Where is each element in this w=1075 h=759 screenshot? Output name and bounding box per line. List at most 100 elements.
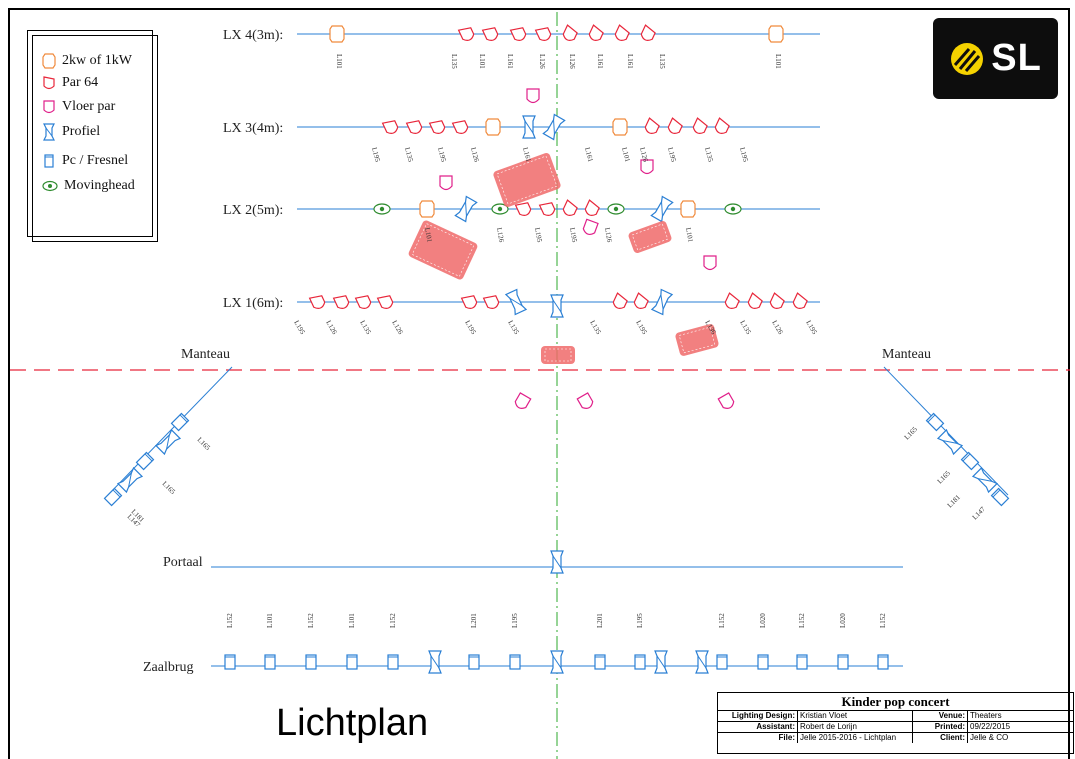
assistant-label: Assistant:: [718, 722, 798, 732]
gel-label: L135: [703, 146, 715, 163]
profile-fixture: [695, 650, 709, 674]
profile-fixture: [522, 115, 536, 139]
gel-label: L135: [658, 54, 666, 69]
lighting-design-value: Kristian Vloet: [798, 711, 913, 721]
gel-label: L101: [478, 54, 486, 69]
pc-fresnel-fixture: [960, 451, 980, 471]
legend-label: Profiel: [62, 124, 101, 139]
fresnel-2kw-fixture: [419, 200, 435, 218]
gel-label: L195: [370, 146, 382, 163]
profile-fixture: [454, 195, 478, 223]
pc-fresnel-icon: [44, 154, 54, 168]
par64-fixture: [792, 292, 808, 309]
gel-label: L195: [738, 146, 750, 163]
gel-label: L165: [196, 436, 212, 452]
profile-fixture: [654, 650, 668, 674]
gel-label: L195: [436, 146, 448, 163]
gel-label: L135: [506, 319, 521, 336]
pc-fresnel-fixture: [170, 412, 190, 432]
par64-fixture: [633, 292, 649, 309]
pc-fresnel-fixture: [925, 412, 945, 432]
gel-label: L126: [469, 146, 481, 163]
pc-fresnel-fixture: [837, 654, 849, 670]
movinghead-fixture: [491, 203, 509, 215]
gel-label: L195: [804, 319, 819, 336]
pc-fresnel-fixture: [796, 654, 808, 670]
par64-fixture: [562, 199, 578, 216]
legend-label: Movinghead: [64, 178, 135, 193]
par64-fixture: [667, 117, 683, 134]
movinghead-icon: [42, 180, 58, 192]
par64-fixture: [747, 292, 763, 309]
gel-label: L126: [603, 227, 614, 243]
fresnel-2kw-fixture: [612, 118, 628, 136]
gel-label: L161: [506, 54, 514, 69]
floor-par-fixture: [703, 255, 717, 271]
par64-fixture: [514, 202, 532, 216]
pc-fresnel-fixture: [990, 487, 1010, 507]
par64-fixture: [405, 120, 423, 134]
gel-label: L152: [879, 613, 887, 628]
pc-fresnel-fixture: [877, 654, 889, 670]
gel-label: L195: [511, 613, 519, 628]
rotated-fixture-cluster: [628, 220, 672, 254]
par64-fixture: [714, 117, 730, 134]
title-block-row: Assistant: Robert de Lorijn Printed: 09/…: [718, 722, 1073, 733]
gel-label: L195: [292, 319, 307, 336]
profile-fixture: [542, 113, 566, 141]
legend-label: Par 64: [62, 75, 99, 90]
gel-label: L126: [495, 227, 506, 243]
rotated-fixture-cluster: [493, 153, 561, 207]
gel-label: L020: [839, 613, 847, 628]
floor-par-fixture: [526, 88, 540, 104]
par64-icon: [43, 76, 55, 90]
client-value: Jelle & CO: [970, 733, 1009, 742]
rotated-fixture-cluster: [675, 324, 719, 356]
legend: 2kw of 1kW Par 64 Vloer par Profiel Pc /…: [27, 30, 153, 237]
gel-label: L020: [759, 613, 767, 628]
fixtures-layer: [103, 24, 1010, 674]
gel-label: L195: [636, 613, 644, 628]
movinghead-fixture: [607, 203, 625, 215]
gel-label: L165: [903, 425, 919, 441]
gel-label: L126: [568, 54, 576, 69]
pc-fresnel-fixture: [346, 654, 358, 670]
floor-par-fixture: [582, 218, 599, 236]
rotated-fixture-cluster: [408, 220, 478, 280]
title-block-heading: Kinder pop concert: [718, 693, 1073, 711]
profile-fixture: [550, 550, 564, 574]
gel-label: L101: [774, 54, 782, 69]
fresnel-2kw-icon: [42, 53, 56, 69]
legend-frame-outer: [32, 35, 158, 242]
gel-label: L161: [626, 54, 634, 69]
sl-logo-text: SL: [991, 37, 1042, 79]
par64-fixture: [308, 295, 326, 309]
pc-fresnel-fixture: [264, 654, 276, 670]
par64-fixture: [381, 120, 399, 134]
sl-logo-mark-icon: [951, 42, 984, 75]
fresnel-2kw-fixture: [680, 200, 696, 218]
rotated-fixture-cluster: [541, 346, 575, 364]
gel-label: L165: [161, 480, 177, 496]
legend-item-profile: Profiel: [42, 123, 100, 141]
profile-fixture: [550, 294, 564, 318]
gel-label: L195: [463, 319, 478, 336]
legend-item-floor-par: Vloer par: [42, 99, 115, 115]
par64-fixture: [614, 24, 630, 41]
legend-label: Vloer par: [62, 99, 116, 114]
pc-fresnel-fixture: [594, 654, 606, 670]
profile-fixture: [650, 288, 674, 316]
par64-fixture: [332, 295, 350, 309]
gel-label: L126: [390, 319, 405, 336]
gel-label: L161: [596, 54, 604, 69]
floor-par-fixture: [514, 392, 532, 409]
gel-label: L126: [324, 319, 339, 336]
profile-fixture: [971, 466, 999, 494]
pc-fresnel-fixture: [468, 654, 480, 670]
profile-fixture: [154, 428, 182, 456]
printed-label: Printed:: [913, 722, 968, 732]
par64-fixture: [481, 27, 499, 41]
par64-fixture: [376, 295, 394, 309]
profile-icon: [43, 123, 55, 141]
pc-fresnel-fixture: [103, 487, 123, 507]
